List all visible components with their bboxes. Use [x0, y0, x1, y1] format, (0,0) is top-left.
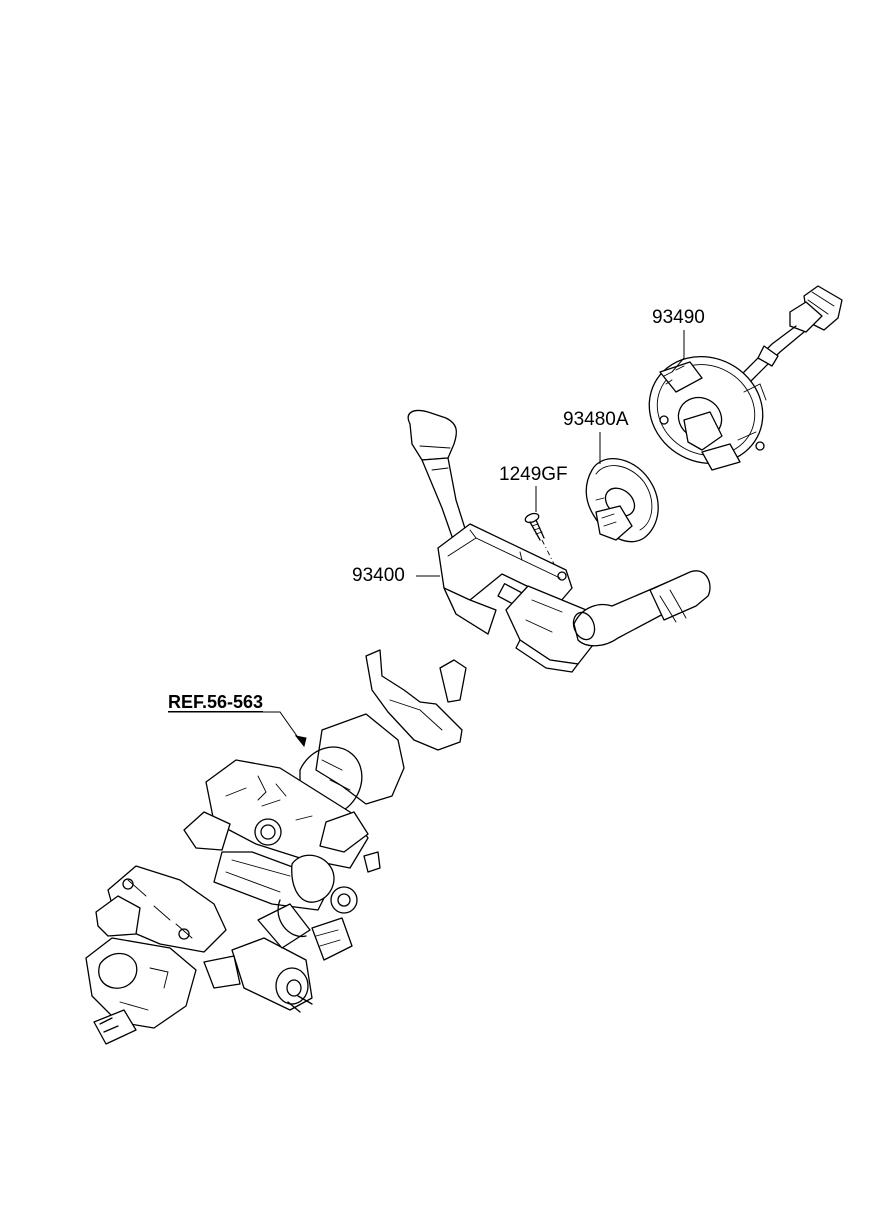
multifunction-switch-part [407, 409, 711, 673]
leader-ref [168, 711, 305, 747]
label-1249GF: 1249GF [499, 464, 568, 485]
clock-spring-part [648, 285, 843, 471]
label-93400: 93400 [352, 565, 405, 586]
steering-column-part [85, 649, 467, 1045]
label-93490: 93490 [652, 307, 705, 328]
label-ref[interactable]: REF.56-563 [168, 692, 264, 712]
leader-lines [168, 330, 685, 748]
screw-part [524, 512, 559, 573]
label-93480A: 93480A [563, 409, 629, 430]
leader-93490 [671, 330, 685, 373]
sensor-ring-part [585, 458, 659, 543]
